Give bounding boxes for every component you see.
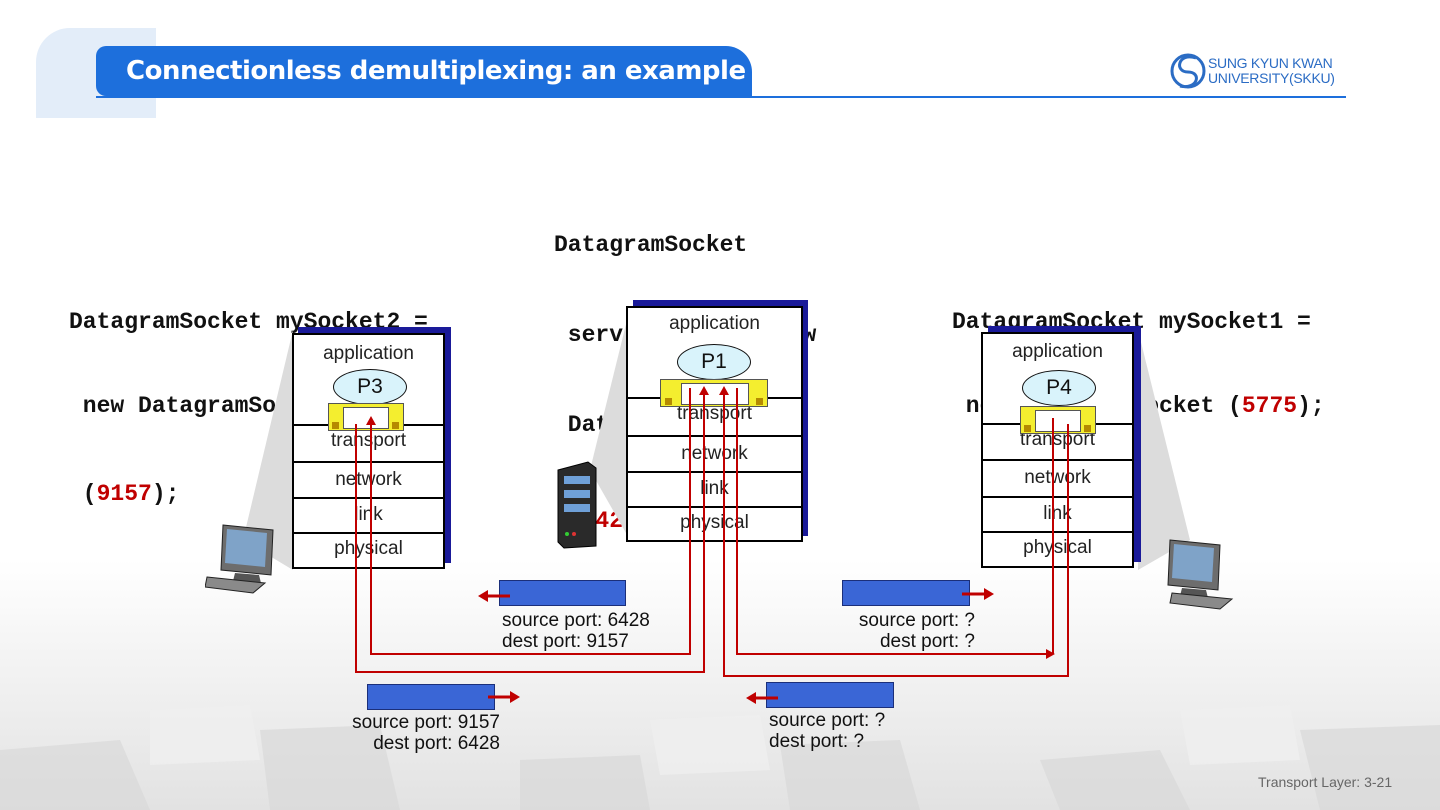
server-protocol-stack: application P1 transport network link ph… <box>626 306 803 542</box>
right-host-protocol-stack: application P4 transport network link ph… <box>981 332 1134 568</box>
segment-bottom-right <box>766 682 894 708</box>
source-port-text: source port: ? <box>858 610 975 631</box>
code-close: ); <box>1297 393 1325 419</box>
logo-line-1: SUNG KYUN KWAN <box>1208 55 1333 71</box>
server-code-line-1: DatagramSocket <box>554 232 748 258</box>
segment-direction-arrow <box>478 590 510 602</box>
code-paren: ( <box>69 481 97 507</box>
path-right-to-server <box>719 386 1069 677</box>
client1-port-number: 5775 <box>1241 393 1298 419</box>
physical-layer: physical <box>294 532 443 568</box>
process-p4: P4 <box>1022 370 1096 406</box>
logo-line-2: UNIVERSITY(SKKU) <box>1208 70 1335 86</box>
application-layer: application <box>323 343 414 364</box>
physical-layer: physical <box>628 506 801 541</box>
slide-title: Connectionless demultiplexing: an exampl… <box>126 56 746 86</box>
link-layer: link <box>983 496 1132 533</box>
segment-top-right <box>842 580 970 606</box>
source-port-text: source port: 9157 <box>352 712 500 733</box>
slide-footer: Transport Layer: 3-21 <box>1258 774 1393 790</box>
left-host-computer-icon <box>205 330 293 594</box>
title-underline <box>96 96 1346 98</box>
segment-direction-arrow <box>488 691 520 703</box>
dest-port-text: dest port: 9157 <box>502 631 629 652</box>
socket-5775 <box>1020 406 1096 434</box>
left-code-line-2: new DatagramSocket <box>69 393 332 419</box>
link-layer: link <box>294 497 443 534</box>
segment-bottom-left-label: source port: 9157 dest port: 6428 <box>330 712 500 754</box>
path-server-to-left <box>366 388 691 655</box>
title-banner <box>96 46 752 96</box>
dest-port-text: dest port: 6428 <box>373 733 500 754</box>
segment-direction-arrow <box>746 692 778 704</box>
segment-top-right-label: source port: ? dest port: ? <box>800 610 975 652</box>
segment-top-left <box>499 580 626 606</box>
segment-top-left-label: source port: 6428 dest port: 9157 <box>502 610 650 652</box>
path-left-to-server <box>355 386 709 673</box>
network-layer: network <box>294 461 443 499</box>
application-layer: application <box>1012 341 1103 362</box>
university-logo-text: SUNG KYUN KWAN UNIVERSITY(SKKU) <box>1208 56 1335 86</box>
segment-bottom-left <box>367 684 495 710</box>
source-port-text: source port: 6428 <box>502 610 650 631</box>
server-computer-icon <box>557 308 630 549</box>
segment-direction-arrow <box>962 588 994 600</box>
physical-layer: physical <box>983 531 1132 567</box>
socket-6428 <box>660 379 768 407</box>
process-p3: P3 <box>333 369 407 405</box>
client2-port-number: 9157 <box>96 481 152 507</box>
code-close: ); <box>151 481 180 507</box>
network-layer: network <box>628 435 801 473</box>
source-port-text: source port: ? <box>769 710 886 731</box>
link-layer: link <box>628 471 801 508</box>
left-code-line-3: (9157); <box>69 480 428 508</box>
network-layer: network <box>983 459 1132 498</box>
dest-port-text: dest port: ? <box>769 731 865 752</box>
dest-port-text: dest port: ? <box>879 631 975 652</box>
left-host-protocol-stack: application P3 transport network link ph… <box>292 333 445 569</box>
university-emblem-icon <box>1170 53 1206 89</box>
segment-bottom-right-label: source port: ? dest port: ? <box>769 710 885 752</box>
application-layer: application <box>669 313 760 334</box>
right-host-computer-icon <box>1138 330 1234 610</box>
path-server-to-right <box>736 388 1055 659</box>
